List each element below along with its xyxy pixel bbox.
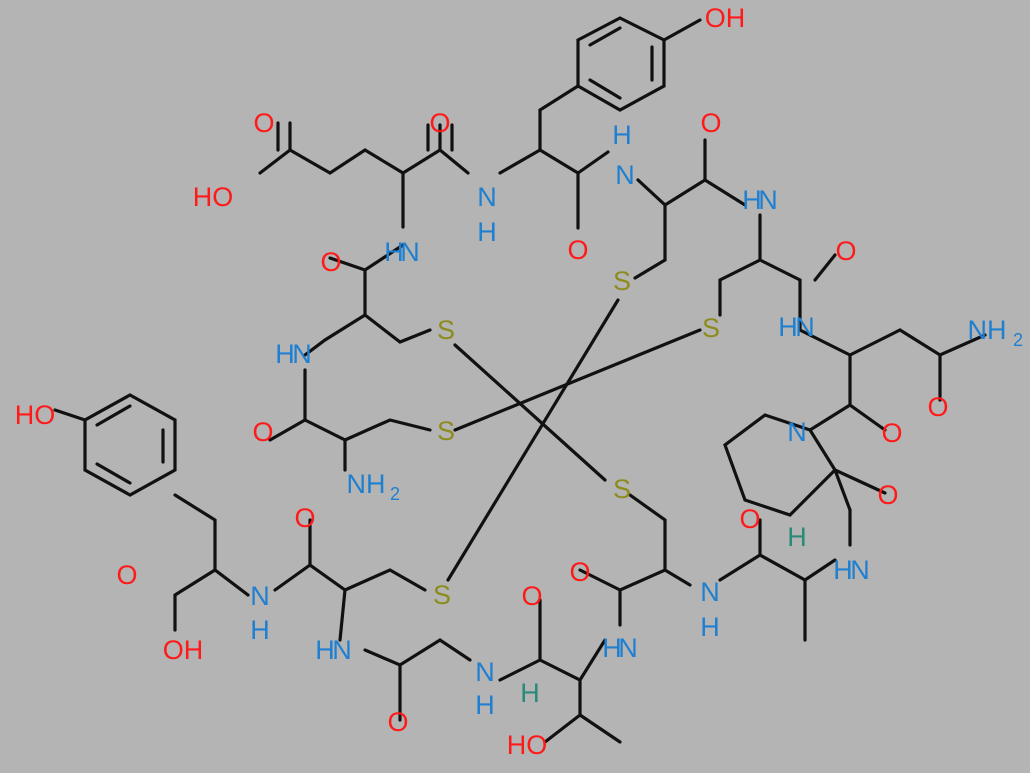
atom-n-pro: N	[787, 417, 807, 447]
atom-o-cys-top: O	[700, 108, 721, 138]
left-tyr-ring-inner	[95, 404, 165, 485]
atom-n-nh-3: N	[758, 185, 778, 215]
atom-ho-glu: HO	[193, 182, 234, 212]
top-tyr-ch2	[538, 84, 580, 152]
atom-h-nh-5: H	[833, 555, 853, 585]
top-tyr-ring-inner	[588, 26, 654, 100]
atom-s-6: S	[433, 580, 451, 610]
atom-n-nh-4: N	[400, 237, 420, 267]
atom-n-right: N	[795, 312, 815, 342]
atom-n-nh-9: N	[618, 633, 638, 663]
left-upper-chain	[303, 243, 432, 357]
disulfide-cross-3	[446, 298, 620, 582]
ala-chain	[718, 518, 837, 642]
atom-oh-top: OH	[705, 3, 746, 33]
atom-s-3: S	[437, 315, 455, 345]
glu-co-double	[426, 123, 454, 152]
pro-co	[833, 468, 887, 547]
atom-labels: OH O O O HO H N N H N H O O N H O N H S …	[15, 3, 1023, 760]
atom-n-nh-8: N	[332, 635, 352, 665]
atom-o-asn: O	[927, 392, 948, 422]
atom-o-cys-low: O	[294, 503, 315, 533]
atom-n-nh-1: N	[615, 160, 635, 190]
atom-nh2-right-sub: 2	[1013, 330, 1023, 350]
right-side-chain	[723, 353, 887, 517]
atom-n-nh-2: N	[477, 182, 497, 212]
atom-o-thr: O	[521, 581, 542, 611]
atom-nh2-right: NH	[968, 315, 1007, 345]
left-tyr-oh	[53, 408, 87, 422]
atom-o-left-1: O	[320, 247, 341, 277]
left-mid-chain	[268, 368, 432, 472]
atom-h-right: H	[778, 312, 798, 342]
atom-o-pro: O	[877, 480, 898, 510]
atom-nh2-left: NH	[347, 469, 386, 499]
atom-h-gly: H	[475, 690, 495, 720]
atom-h-thr: H	[520, 678, 540, 708]
atom-s-5: S	[613, 474, 631, 504]
top-tyr-oh-bond	[662, 18, 702, 42]
atom-o-cys-right: O	[835, 236, 856, 266]
atom-o-cys-low-right: O	[569, 557, 590, 587]
atom-h-nh-4: H	[384, 237, 404, 267]
atom-n-gly: N	[475, 657, 495, 687]
lower-mid-chain	[498, 598, 622, 744]
atom-o-cooh: O	[116, 560, 137, 590]
atom-ho-thr: HO	[507, 730, 548, 760]
atom-oh-cooh: OH	[163, 635, 204, 665]
atom-h-nh-3: H	[742, 185, 762, 215]
tyr-left-chain	[173, 493, 250, 632]
atom-o-asn-co: O	[881, 418, 902, 448]
atom-h-nh-6: H	[250, 615, 270, 645]
atom-n-nh-6: N	[250, 581, 270, 611]
top-left-backbone	[258, 121, 542, 229]
atom-ho-tyr: HO	[15, 400, 56, 430]
atom-s-4: S	[437, 416, 455, 446]
lower-left-chain	[273, 518, 427, 642]
atom-o-left-2: O	[252, 417, 273, 447]
atom-h-nh-1: H	[612, 120, 632, 150]
atom-nh2-left-sub: 2	[390, 484, 400, 504]
atom-s-1: S	[613, 266, 631, 296]
lower-right-chain	[578, 493, 692, 627]
atom-o-glu-side: O	[253, 108, 274, 138]
atom-h-pro: H	[787, 522, 807, 552]
atom-h-left: H	[275, 339, 295, 369]
atom-o-glu: O	[429, 108, 450, 138]
atom-n-nh-5: N	[850, 555, 870, 585]
atom-o-ala: O	[739, 504, 760, 534]
atom-h-nh-2: H	[477, 217, 497, 247]
atom-h-nh-8: H	[315, 635, 335, 665]
atom-o-tyr-top: O	[567, 235, 588, 265]
atom-s-2: S	[702, 313, 720, 343]
atom-n-left: N	[292, 339, 312, 369]
atom-h-nh-9: H	[602, 633, 622, 663]
bond-network	[53, 16, 987, 744]
atom-n-nh-7: N	[700, 577, 720, 607]
top-backbone	[538, 138, 747, 262]
atom-h-nh-7: H	[700, 612, 720, 642]
atom-o-gly: O	[387, 707, 408, 737]
disulfide-cross-1	[453, 343, 607, 482]
lower-gly-chain	[363, 638, 472, 722]
right-upper-chain	[633, 213, 987, 402]
disulfide-cross-2	[453, 328, 702, 432]
